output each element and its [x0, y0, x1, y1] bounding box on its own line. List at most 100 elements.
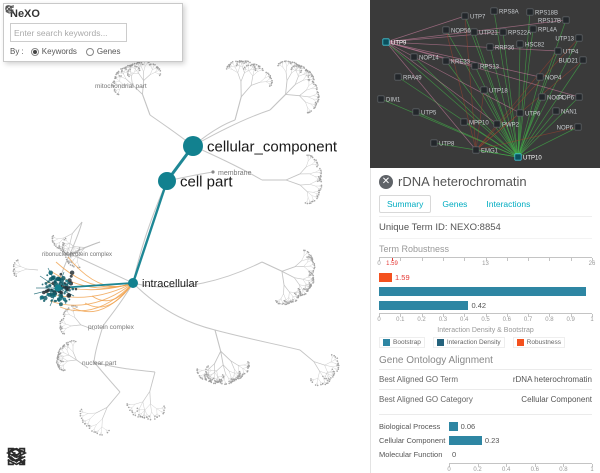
svg-text:NOP14: NOP14 — [419, 56, 439, 62]
legend-label: Robustness — [526, 339, 561, 346]
gene-node-RPS18B[interactable]: RPS18B — [526, 8, 558, 17]
svg-text:UTP18: UTP18 — [489, 89, 508, 95]
gene-node-UTP21[interactable]: UTP21 — [470, 28, 499, 37]
gene-node-RPA49[interactable]: RPA49 — [394, 73, 422, 82]
ontology-node-cellular_component[interactable]: cellular_component — [183, 136, 338, 156]
bar-bootstrap — [379, 285, 592, 298]
gene-node-NOP14[interactable]: NOP14 — [410, 53, 440, 62]
gene-node-NAN1[interactable]: NAN1 — [552, 107, 578, 116]
gene-node-UTP18[interactable]: UTP18 — [480, 86, 509, 95]
gene-node-RPS13[interactable]: RPS13 — [471, 62, 500, 71]
svg-text:UTP10: UTP10 — [523, 156, 542, 162]
gene-node-UTP4[interactable]: UTP4 — [554, 47, 579, 56]
tab-genes[interactable]: Genes — [442, 199, 468, 209]
svg-text:UTP9: UTP9 — [391, 41, 407, 47]
gene-node-RRP36[interactable]: RRP36 — [486, 43, 515, 52]
svg-text:UTP13: UTP13 — [555, 37, 574, 43]
gene-node-RPS17B[interactable]: RPS17B — [538, 16, 570, 25]
gene-node-BUD21[interactable]: BUD21 — [559, 56, 587, 65]
search-mode-keywords[interactable]: Keywords — [30, 47, 77, 56]
clear-search-icon[interactable] — [5, 5, 176, 39]
zoom-out-button[interactable] — [8, 446, 59, 468]
gene-node-NOC4[interactable]: NOC4 — [538, 93, 565, 102]
gene-node-DIM1[interactable]: DIM1 — [377, 95, 401, 104]
radio-icon — [85, 47, 94, 56]
gene-node-KRE33[interactable]: KRE33 — [442, 57, 471, 66]
go-bar-category: Cellular Component — [379, 436, 446, 445]
svg-text:UTP7: UTP7 — [470, 15, 486, 21]
svg-text:HSC82: HSC82 — [525, 43, 545, 49]
gene-node-RPS8A[interactable]: RPS8A — [490, 7, 519, 16]
gene-node-RPL4A[interactable]: RPL4A — [529, 25, 557, 34]
gene-node-UTP8[interactable]: UTP8 — [430, 139, 455, 148]
ontology-label-membrane: membrane — [218, 170, 252, 177]
ontology-node-intracellular[interactable]: intracellular — [128, 278, 199, 290]
gene-node-UTP13[interactable]: UTP13 — [555, 34, 583, 43]
gene-node-UTP5[interactable]: UTP5 — [412, 108, 437, 117]
ontology-node-cell-part[interactable]: cell part — [158, 172, 233, 190]
gene-node-UTP10[interactable]: UTP10 — [514, 153, 543, 162]
gene-node-UTP7[interactable]: UTP7 — [461, 12, 486, 21]
svg-text:NOC4: NOC4 — [547, 96, 564, 102]
go-bar-category: Molecular Function — [379, 450, 443, 459]
svg-text:RPS22A: RPS22A — [508, 31, 531, 37]
svg-text:cellular_component: cellular_component — [207, 138, 338, 155]
svg-text:RPS17B: RPS17B — [538, 19, 561, 25]
refresh-icon[interactable] — [5, 5, 160, 39]
svg-text:UTP6: UTP6 — [525, 112, 541, 118]
svg-text:NAN1: NAN1 — [561, 110, 578, 116]
gene-node-EMG1[interactable]: EMG1 — [472, 146, 499, 155]
ontology-label-protein-complex: protein complex — [88, 324, 135, 331]
svg-text:RPS18B: RPS18B — [535, 11, 558, 17]
collapse-button[interactable] — [9, 446, 121, 468]
svg-text:KRE33: KRE33 — [451, 60, 471, 66]
svg-text:cell part: cell part — [180, 173, 233, 190]
svg-text:NOP4: NOP4 — [545, 76, 562, 82]
svg-text:RPA49: RPA49 — [403, 76, 422, 82]
gene-node-NOP56[interactable]: NOP56 — [442, 26, 472, 35]
go-bar-value: 0.06 — [460, 422, 476, 431]
gene-node-NOP6[interactable]: NOP6 — [557, 123, 582, 132]
details-tabs: Summary Genes Interactions — [379, 195, 592, 213]
go-row-label: Best Aligned GO Term — [379, 375, 458, 384]
gene-node-HSC82[interactable]: HSC82 — [516, 40, 545, 49]
gene-node-MPP10[interactable]: MPP10 — [460, 118, 490, 127]
gene-node-POP6[interactable]: POP6 — [558, 93, 583, 102]
svg-text:UTP8: UTP8 — [439, 142, 455, 148]
fit-to-window-button[interactable] — [7, 446, 90, 468]
gene-node-RPS22A[interactable]: RPS22A — [499, 28, 531, 37]
gene-node-UTP9[interactable]: UTP9 — [382, 38, 407, 47]
tab-summary[interactable]: Summary — [379, 195, 432, 213]
search-icon[interactable] — [5, 5, 144, 39]
gene-node-NOP4[interactable]: NOP4 — [536, 73, 562, 82]
go-row-value: rDNA heterochromatin — [512, 375, 592, 384]
bar-robustness: 1.59 — [379, 271, 592, 284]
bottom-axis-label: Interaction Density & Bootstrap — [437, 327, 534, 334]
go-bar-value: 0 — [452, 450, 457, 459]
layers-button[interactable] — [6, 446, 152, 468]
legend-swatch-icon — [516, 339, 524, 346]
close-panel-icon[interactable]: ✕ — [379, 174, 393, 189]
term-title: rDNA heterochromatin — [398, 174, 527, 189]
ontology-node-membrane[interactable] — [211, 170, 215, 174]
tab-interactions[interactable]: Interactions — [486, 199, 531, 209]
search-mode-genes[interactable]: Genes — [85, 47, 120, 56]
search-input[interactable] — [10, 23, 127, 42]
ontology-label-nuclear-part: nuclear part — [82, 360, 117, 367]
gene-node-UTP6[interactable]: UTP6 — [516, 109, 541, 118]
svg-text:RPS13: RPS13 — [480, 65, 500, 71]
bar-value-label: 1.59 — [395, 273, 410, 282]
gene-node-PWP2[interactable]: PWP2 — [493, 120, 520, 129]
legend-interaction-density: Interaction Density — [432, 337, 505, 348]
svg-text:NOP56: NOP56 — [451, 29, 471, 35]
svg-text:RRP36: RRP36 — [495, 46, 515, 52]
